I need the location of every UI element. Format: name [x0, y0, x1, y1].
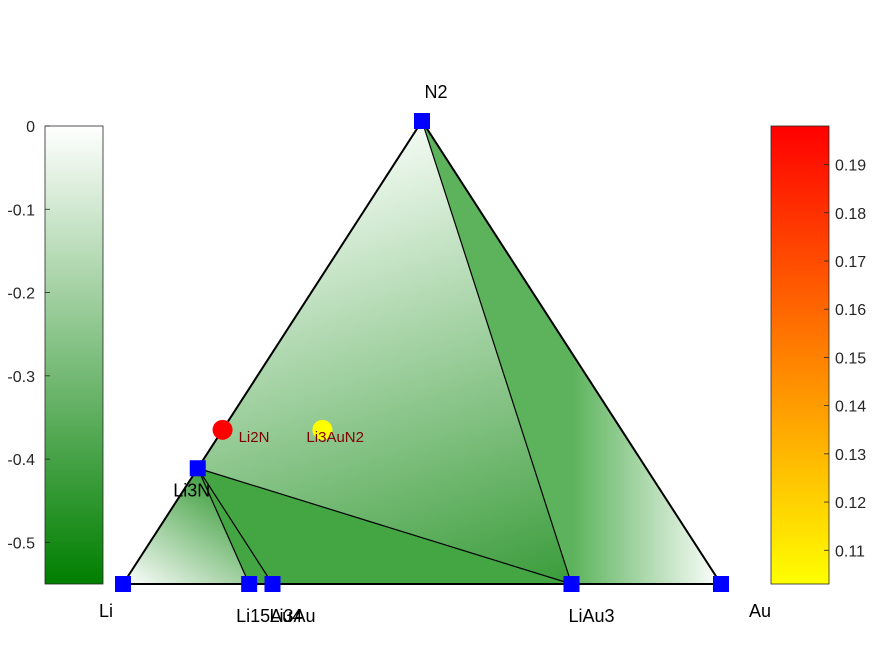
hull-distance-colorbar: 0.11 0.12 0.13 0.14 0.15 0.16 0.17 0.18 0.19: [770, 125, 866, 585]
tie-lines: [197, 120, 573, 585]
tie-line: [197, 467, 572, 585]
hd-tick-label: 0.12: [835, 495, 866, 512]
stable-phase-marker: [241, 576, 258, 592]
hull-distance-colorbar-ticks: 0.11 0.12 0.13 0.14 0.15 0.16 0.17 0.18 0.19: [824, 158, 866, 560]
stable-phase-label: LiAu3: [568, 606, 614, 626]
unstable-phase-label: Li2N: [239, 429, 270, 446]
fe-tick-label: -0.2: [7, 286, 35, 303]
hd-tick-label: 0.13: [835, 447, 866, 464]
fe-tick-label: -0.5: [7, 535, 35, 552]
unstable-phases: [212, 419, 333, 440]
hd-tick-label: 0.14: [835, 399, 866, 416]
stable-phase-marker: [563, 576, 580, 592]
stable-phase-label: Li3Au: [269, 606, 315, 626]
tie-line: [421, 120, 573, 585]
hd-tick-label: 0.11: [835, 543, 865, 560]
hull-outline: [121, 119, 723, 585]
unstable-phase-marker: [312, 419, 333, 440]
fe-tick-label: -0.3: [7, 369, 35, 386]
fe-tick-label: 0: [26, 119, 35, 136]
fe-tick-label: -0.1: [7, 202, 35, 219]
hull-distance-colorbar-fill: [770, 125, 830, 585]
stable-phases: [115, 113, 729, 592]
unstable-phase-label: Li3AuN2: [306, 429, 364, 446]
hull-facets: [123, 121, 721, 584]
formation-energy-colorbar-fill: [44, 125, 104, 585]
hd-tick-label: 0.16: [835, 302, 866, 319]
stable-phase-label: Li3N: [173, 480, 210, 500]
stable-phase-marker: [414, 113, 430, 129]
fe-tick-label: -0.4: [7, 452, 35, 469]
tie-line: [197, 467, 274, 585]
stable-phase-marker: [189, 460, 206, 477]
stable-phase-marker: [713, 576, 729, 592]
formation-energy-colorbar: 0 -0.1 -0.2 -0.3 -0.4 -0.5: [7, 119, 104, 585]
hull-facet: [197, 121, 572, 584]
tie-line: [197, 468, 250, 585]
stable-phase-marker: [115, 576, 131, 592]
stable-phase-label: Li15Au4: [236, 606, 302, 626]
element-label-au: Au: [749, 601, 771, 621]
unstable-phase-marker: [212, 419, 233, 440]
element-label-n2: N2: [424, 82, 447, 102]
formation-energy-colorbar-ticks: 0 -0.1 -0.2 -0.3 -0.4 -0.5: [7, 119, 50, 552]
stable-phase-marker: [264, 576, 281, 592]
hull-facet: [123, 468, 250, 584]
hd-tick-label: 0.19: [835, 158, 866, 175]
hd-tick-label: 0.18: [835, 206, 866, 223]
hd-tick-label: 0.17: [835, 254, 866, 271]
hd-tick-label: 0.15: [835, 350, 866, 367]
element-label-li: Li: [99, 601, 113, 621]
